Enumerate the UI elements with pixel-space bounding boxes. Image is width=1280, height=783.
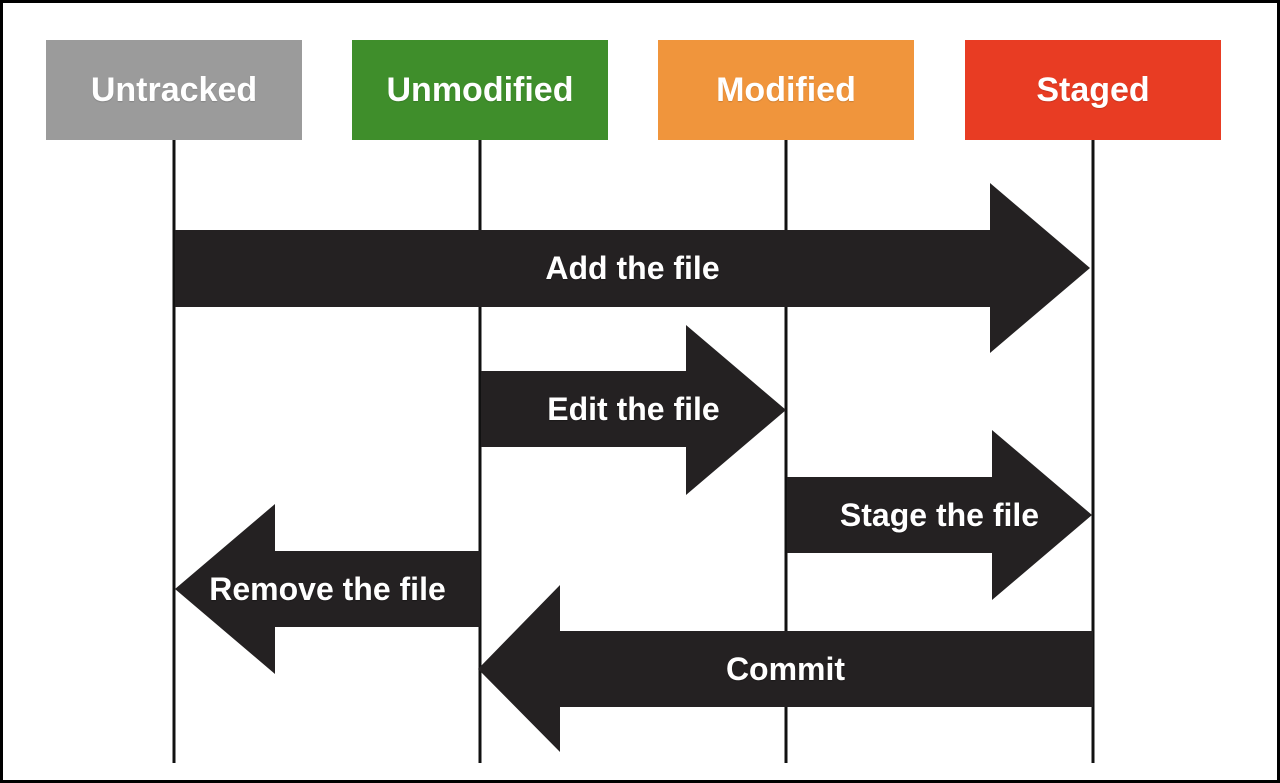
- state-box-modified: Modified: [658, 40, 914, 140]
- arrow-remove-the-file: [175, 504, 480, 674]
- transition-label-edit-the-file: Edit the file: [547, 390, 720, 427]
- arrow-commit: [478, 585, 1093, 752]
- arrow-edit-the-file: [481, 325, 786, 495]
- state-label-modified: Modified: [716, 70, 856, 109]
- state-label-untracked: Untracked: [90, 70, 258, 109]
- state-box-untracked: Untracked: [46, 40, 302, 140]
- state-label-unmodified: Unmodified: [386, 70, 574, 109]
- transition-label-commit: Commit: [725, 650, 846, 687]
- arrow-stage-the-file: [787, 430, 1092, 600]
- transition-label-stage-the-file: Stage the file: [839, 496, 1040, 533]
- state-box-unmodified: Unmodified: [352, 40, 608, 140]
- transition-label-add-the-file: Add the file: [545, 250, 720, 286]
- arrow-add-the-file: [175, 183, 1090, 353]
- state-label-staged: Staged: [1036, 70, 1150, 109]
- state-box-staged: Staged: [965, 40, 1221, 140]
- transition-label-remove-the-file: Remove the file: [209, 570, 446, 607]
